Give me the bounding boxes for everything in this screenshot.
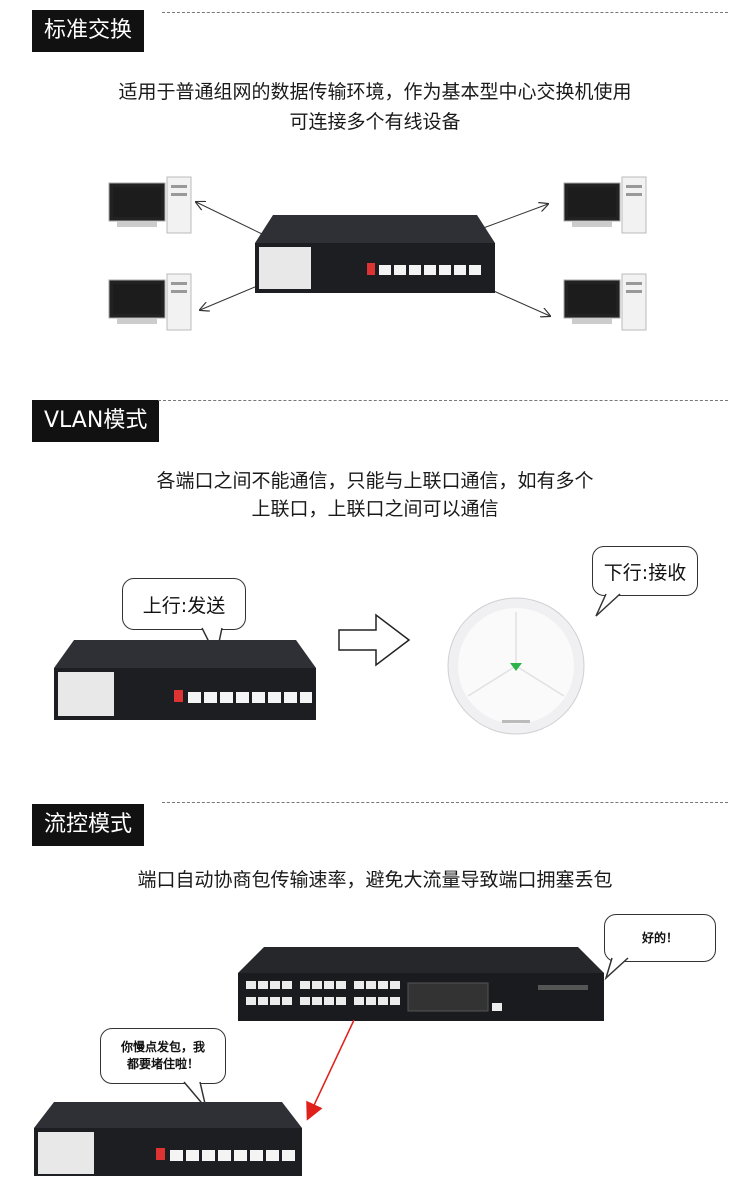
section-description: 适用于普通组网的数据传输环境，作为基本型中心交换机使用 — [118, 81, 632, 103]
speech-bubble-slow-down: 你慢点发包，我 都要堵住啦！ — [100, 1028, 226, 1084]
section-description: 各端口之间不能通信，只能与上联口通信，如有多个 — [156, 470, 594, 492]
speech-bubble-ok: 好的！ — [604, 914, 716, 962]
divider — [158, 400, 728, 401]
divider — [162, 12, 728, 13]
section-description-2: 上联口，上联口之间可以通信 — [251, 498, 499, 520]
bubble-text-line: 你慢点发包，我 — [120, 1040, 205, 1054]
section-description-2: 可连接多个有线设备 — [289, 111, 461, 133]
network-switch-icon — [54, 640, 316, 720]
bubble-tail — [595, 593, 621, 617]
hollow-arrow-icon — [338, 613, 411, 667]
speech-bubble-receive: 下行:接收 — [592, 546, 698, 596]
bubble-tail — [604, 957, 629, 981]
section-description: 端口自动协商包传输速率，避免大流量导致端口拥塞丢包 — [137, 869, 613, 891]
red-arrow — [306, 1019, 355, 1121]
section-title-flow-control: 流控模式 — [32, 804, 145, 846]
desktop-computer-icon — [563, 176, 647, 234]
desktop-computer-icon — [108, 176, 192, 234]
section-title-standard: 标准交换 — [32, 10, 145, 52]
network-switch-icon — [255, 215, 495, 293]
desktop-computer-icon — [563, 273, 647, 331]
wireless-access-point-icon — [447, 597, 585, 735]
speech-bubble-send: 上行:发送 — [122, 578, 246, 630]
bubble-text-line: 都要堵住啦！ — [126, 1057, 199, 1071]
network-switch-icon — [238, 947, 604, 1021]
divider — [162, 802, 728, 803]
desktop-computer-icon — [108, 273, 192, 331]
network-switch-icon — [34, 1102, 302, 1176]
section-title-vlan: VLAN模式 — [32, 400, 160, 442]
